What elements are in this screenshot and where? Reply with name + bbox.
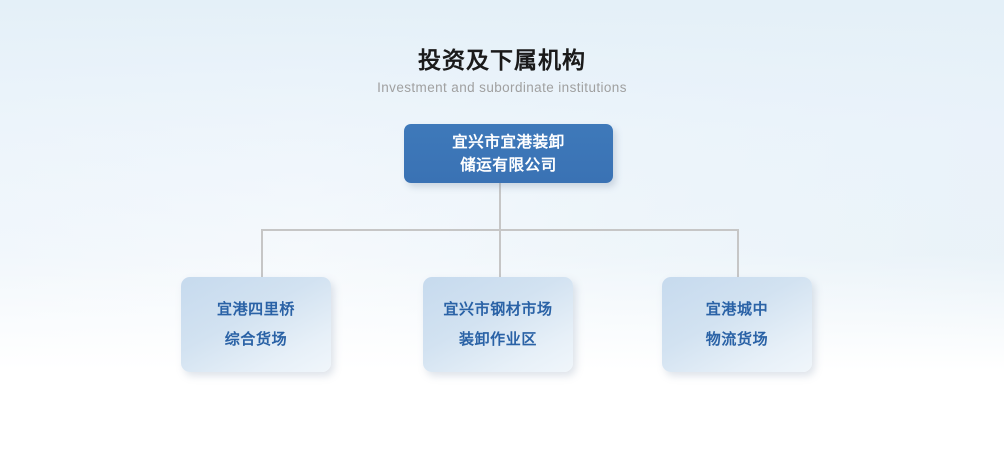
org-node-child-2-label-line2: 装卸作业区 — [458, 330, 537, 348]
org-node-child-2[interactable]: 宜兴市钢材市场 装卸作业区 — [423, 277, 573, 372]
org-node-child-1-label: 宜港四里桥 综合货场 — [217, 295, 295, 355]
page-heading: 投资及下属机构 Investment and subordinate insti… — [0, 46, 1004, 97]
org-node-root-label: 宜兴市宜港装卸 储运有限公司 — [452, 131, 565, 177]
org-node-child-1-label-line1: 宜港四里桥 — [216, 300, 295, 318]
org-node-child-2-label-line1: 宜兴市钢材市场 — [443, 300, 553, 318]
connector-child-3-vertical — [737, 229, 739, 278]
connector-horizontal-bar — [261, 229, 739, 231]
page-subtitle: Investment and subordinate institutions — [377, 80, 627, 95]
org-node-child-3[interactable]: 宜港城中 物流货场 — [662, 277, 812, 372]
org-node-child-3-label-line1: 宜港城中 — [705, 300, 769, 318]
org-node-root-label-line2: 储运有限公司 — [460, 156, 557, 174]
org-node-child-3-label-line2: 物流货场 — [705, 330, 769, 348]
org-node-root[interactable]: 宜兴市宜港装卸 储运有限公司 — [404, 124, 613, 183]
page-title: 投资及下属机构 — [418, 47, 586, 73]
org-node-root-label-line1: 宜兴市宜港装卸 — [452, 133, 565, 151]
connector-root-vertical — [499, 182, 501, 231]
org-node-child-2-label: 宜兴市钢材市场 装卸作业区 — [443, 295, 552, 355]
org-node-child-1[interactable]: 宜港四里桥 综合货场 — [181, 277, 331, 372]
connector-child-1-vertical — [261, 229, 263, 278]
org-node-child-1-label-line2: 综合货场 — [224, 330, 288, 348]
connector-child-2-vertical — [499, 229, 501, 278]
org-node-child-3-label: 宜港城中 物流货场 — [706, 295, 768, 355]
